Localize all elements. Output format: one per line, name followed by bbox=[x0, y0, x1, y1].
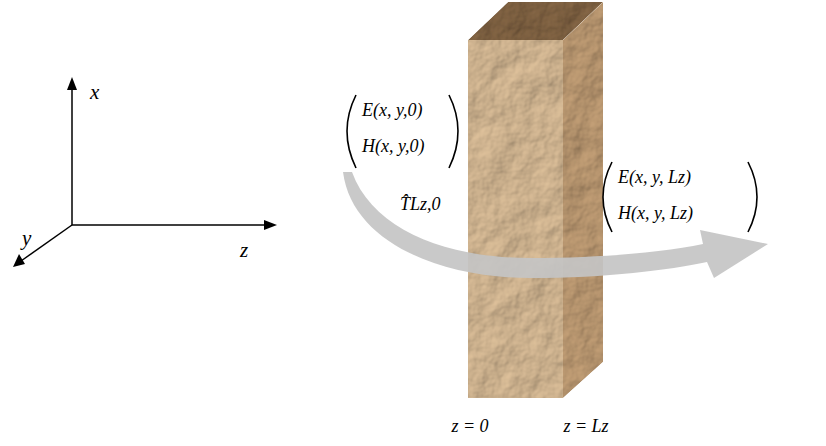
axis-label: y bbox=[22, 226, 31, 250]
bracket bbox=[603, 162, 612, 232]
position-label: z = 0 bbox=[451, 416, 488, 437]
bracket bbox=[449, 95, 458, 168]
operator-label: T̂Lz,0 bbox=[398, 194, 443, 215]
crumpled-slab bbox=[468, 2, 603, 398]
field-vector-entry: H(x, y, Lz) bbox=[618, 203, 693, 224]
position-label: z = Lz bbox=[563, 416, 608, 437]
axis-arrowhead bbox=[13, 254, 25, 267]
field-vector-entry: E(x, y,0) bbox=[362, 100, 422, 121]
coordinate-axes bbox=[13, 77, 277, 267]
field-vector-entry: H(x, y,0) bbox=[362, 136, 424, 157]
axis-label: z bbox=[240, 238, 248, 262]
transfer-arrow bbox=[343, 172, 768, 278]
field-vector-entry: E(x, y, Lz) bbox=[618, 167, 691, 188]
y-axis bbox=[21, 225, 72, 261]
bracket bbox=[347, 95, 356, 168]
axis-arrowhead bbox=[67, 77, 77, 90]
slab-side-face bbox=[563, 2, 603, 398]
z-axis bbox=[72, 224, 267, 226]
bracket bbox=[748, 162, 757, 232]
vector-brackets bbox=[347, 95, 757, 232]
axis-label: x bbox=[90, 80, 99, 104]
x-axis bbox=[71, 86, 73, 225]
axis-arrowhead bbox=[264, 220, 277, 230]
slab-front-face bbox=[468, 40, 563, 398]
